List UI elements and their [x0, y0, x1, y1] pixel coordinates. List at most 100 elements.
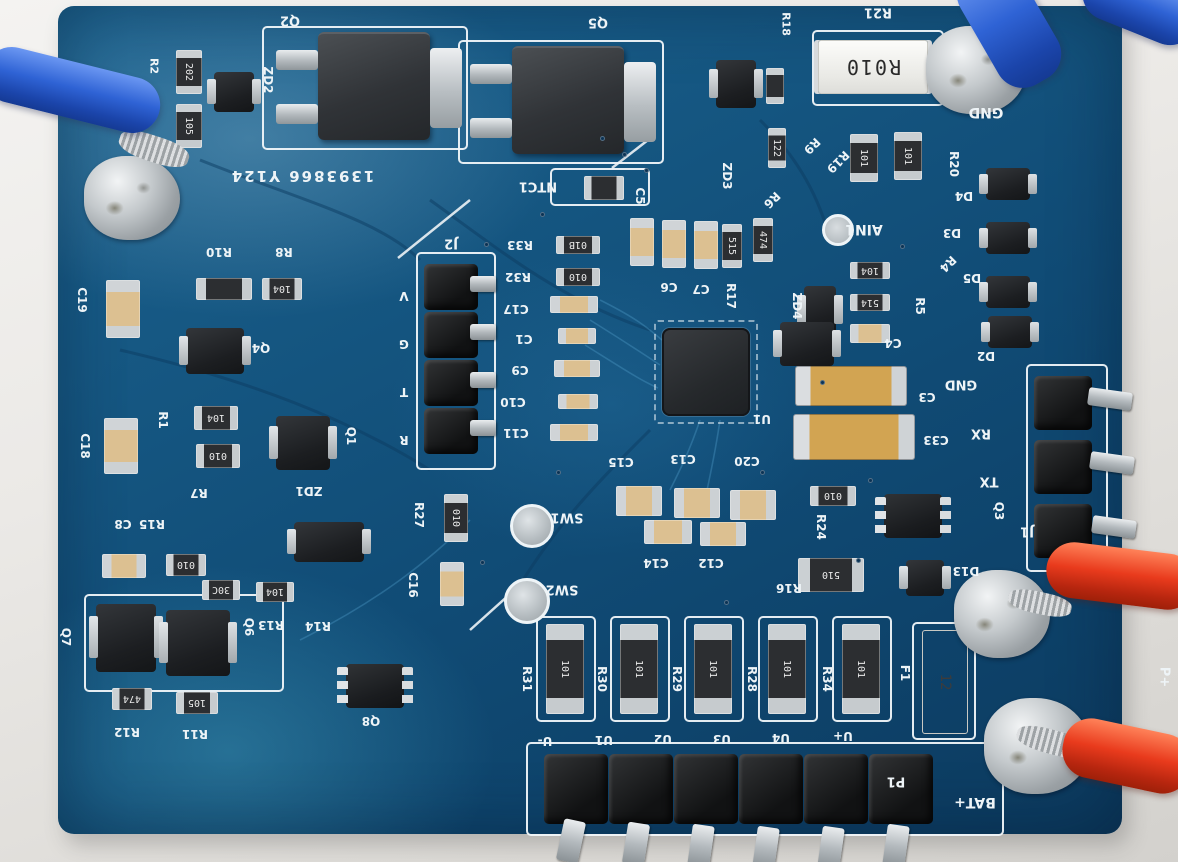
capacitor-c1	[558, 328, 596, 344]
silkscreen-label-d3: D3	[942, 226, 962, 240]
capacitor-c33	[793, 414, 915, 460]
silkscreen-label-r28: R28	[745, 666, 759, 692]
solder-pad	[84, 156, 180, 240]
silkscreen-label-zd3: ZD3	[720, 162, 734, 190]
silkscreen-label-c15: C15	[608, 455, 634, 469]
resistor-r3: 105	[176, 104, 202, 148]
silkscreen-label-r21: R21	[863, 4, 893, 20]
silkscreen-label-tx: TX	[979, 473, 999, 489]
silkscreen-label-ain1: AIN1	[845, 221, 883, 237]
q2-footprint	[262, 26, 468, 150]
capacitor-c7	[694, 221, 718, 269]
mosfet-leg	[276, 50, 318, 70]
silkscreen-label-r13: R13	[258, 618, 284, 632]
silkscreen-label-r27: R27	[412, 502, 426, 528]
via	[900, 244, 905, 249]
via	[760, 470, 765, 475]
ic-q3	[875, 494, 951, 538]
capacitor-c14	[644, 520, 692, 544]
component-marking: 105	[183, 116, 195, 136]
component-marking: 101	[902, 146, 914, 166]
silkscreen-label-q6: Q6	[242, 617, 256, 637]
component-marking: 104	[265, 586, 285, 598]
capacitor-c11	[550, 424, 598, 441]
silkscreen-label-u-: U-	[537, 734, 553, 748]
silkscreen-label-sw1: SW1	[550, 509, 584, 525]
silkscreen-label-r1: R1	[156, 411, 170, 429]
component-marking: 202	[183, 62, 195, 82]
silkscreen-label-c12: C12	[698, 556, 724, 570]
resistor-r34: 101	[842, 624, 880, 714]
silkscreen-label-c16: C16	[406, 572, 420, 598]
header-p1-pin	[609, 754, 673, 824]
capacitor-c5	[630, 218, 654, 266]
testpoint-sw2	[504, 578, 550, 624]
diode-d13	[899, 560, 951, 596]
ntc1-footprint	[550, 168, 650, 206]
silkscreen-label-d5: D5	[962, 271, 982, 285]
header-p1-pin	[869, 754, 933, 824]
resistor-r1: 104	[194, 406, 238, 430]
capacitor-c16	[440, 562, 464, 606]
diode-d3	[979, 222, 1037, 254]
component-marking: 105	[187, 697, 207, 709]
ic-q8	[337, 664, 413, 708]
resistor-r22: 122	[768, 128, 786, 168]
via	[480, 560, 485, 565]
silkscreen-label-j1: J1	[1020, 523, 1034, 539]
silkscreen-label-c7: C7	[692, 282, 710, 296]
silkscreen-label-j2: J2	[444, 235, 458, 251]
chip-component	[773, 322, 841, 366]
resistor-r18	[766, 68, 784, 104]
silkscreen-label-ntc1: NTC1	[518, 178, 558, 194]
silkscreen-label-r16: R16	[776, 581, 802, 595]
silkscreen-label-r14: R14	[305, 619, 331, 633]
header-p1-pin	[674, 754, 738, 824]
via	[856, 558, 861, 563]
header-j2-pin	[424, 408, 478, 454]
mosfet-q2	[276, 32, 462, 140]
silkscreen-label-q3: Q3	[992, 501, 1006, 521]
transistor-q6	[159, 610, 237, 676]
silkscreen-label-r10: R10	[206, 245, 232, 259]
silkscreen-label-q4: Q4	[251, 341, 271, 355]
via	[724, 600, 729, 605]
component-marking: 474	[757, 230, 769, 250]
silkscreen-label-v: V	[399, 289, 409, 303]
mosfet-tab	[624, 62, 656, 142]
transistor-q1	[269, 416, 337, 470]
silkscreen-label-c18: C18	[78, 433, 92, 459]
component-marking: R010	[844, 55, 902, 79]
component-marking: 30C	[211, 584, 231, 596]
resistor-r8: 104	[262, 278, 302, 300]
resistor-r10	[196, 278, 252, 300]
silkscreen-label-zd4: ZD4	[790, 292, 804, 320]
header-j1-pin	[1034, 440, 1092, 494]
pin-metal	[752, 825, 780, 862]
ic-u1	[654, 320, 758, 424]
transistor	[207, 72, 261, 112]
resistor-r30: 101	[620, 624, 658, 714]
capacitor-c19	[106, 280, 140, 338]
silkscreen-label-u4: U4	[771, 731, 791, 745]
diode-d5	[979, 276, 1037, 308]
silkscreen-label-c20: C20	[734, 454, 760, 468]
capacitor-c9	[554, 360, 600, 377]
via	[644, 168, 649, 173]
silkscreen-label-u+: U+	[833, 729, 853, 743]
component-marking: 010	[568, 271, 588, 283]
component-marking: 122	[771, 138, 783, 158]
header-j2-pin	[424, 360, 478, 406]
resistor-r16: 510	[798, 558, 864, 592]
header-j2-pin	[424, 312, 478, 358]
via	[868, 478, 873, 483]
silkscreen-label-r31: R31	[520, 666, 534, 692]
silkscreen-label-q2: Q2	[279, 12, 301, 28]
silkscreen-label-c33: C33	[923, 433, 949, 447]
transistor-q4	[179, 328, 251, 374]
resistor: 010	[196, 444, 240, 468]
silkscreen-label-r11: R11	[182, 727, 208, 741]
silkscreen-label-c5: C5	[633, 187, 647, 205]
component-marking: 514	[860, 297, 880, 308]
silkscreen-label-r15: R15	[139, 517, 165, 531]
